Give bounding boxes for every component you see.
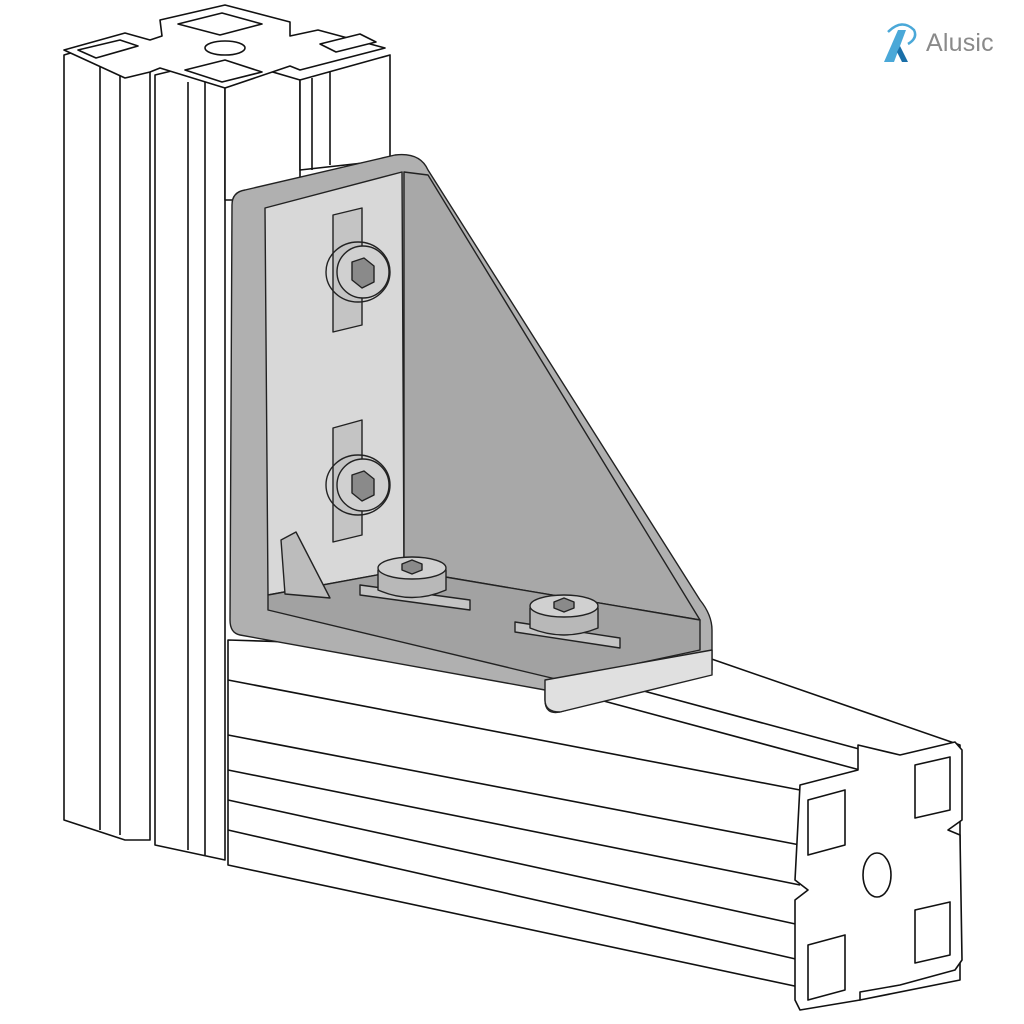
brand-logo: Alusic	[880, 22, 994, 64]
brand-name: Alusic	[926, 28, 994, 57]
letter-a-swoosh-logo-icon	[884, 23, 917, 62]
vertical-profile	[63, 4, 391, 861]
horizontal-profile	[227, 639, 963, 1011]
corner-bracket	[229, 153, 713, 714]
